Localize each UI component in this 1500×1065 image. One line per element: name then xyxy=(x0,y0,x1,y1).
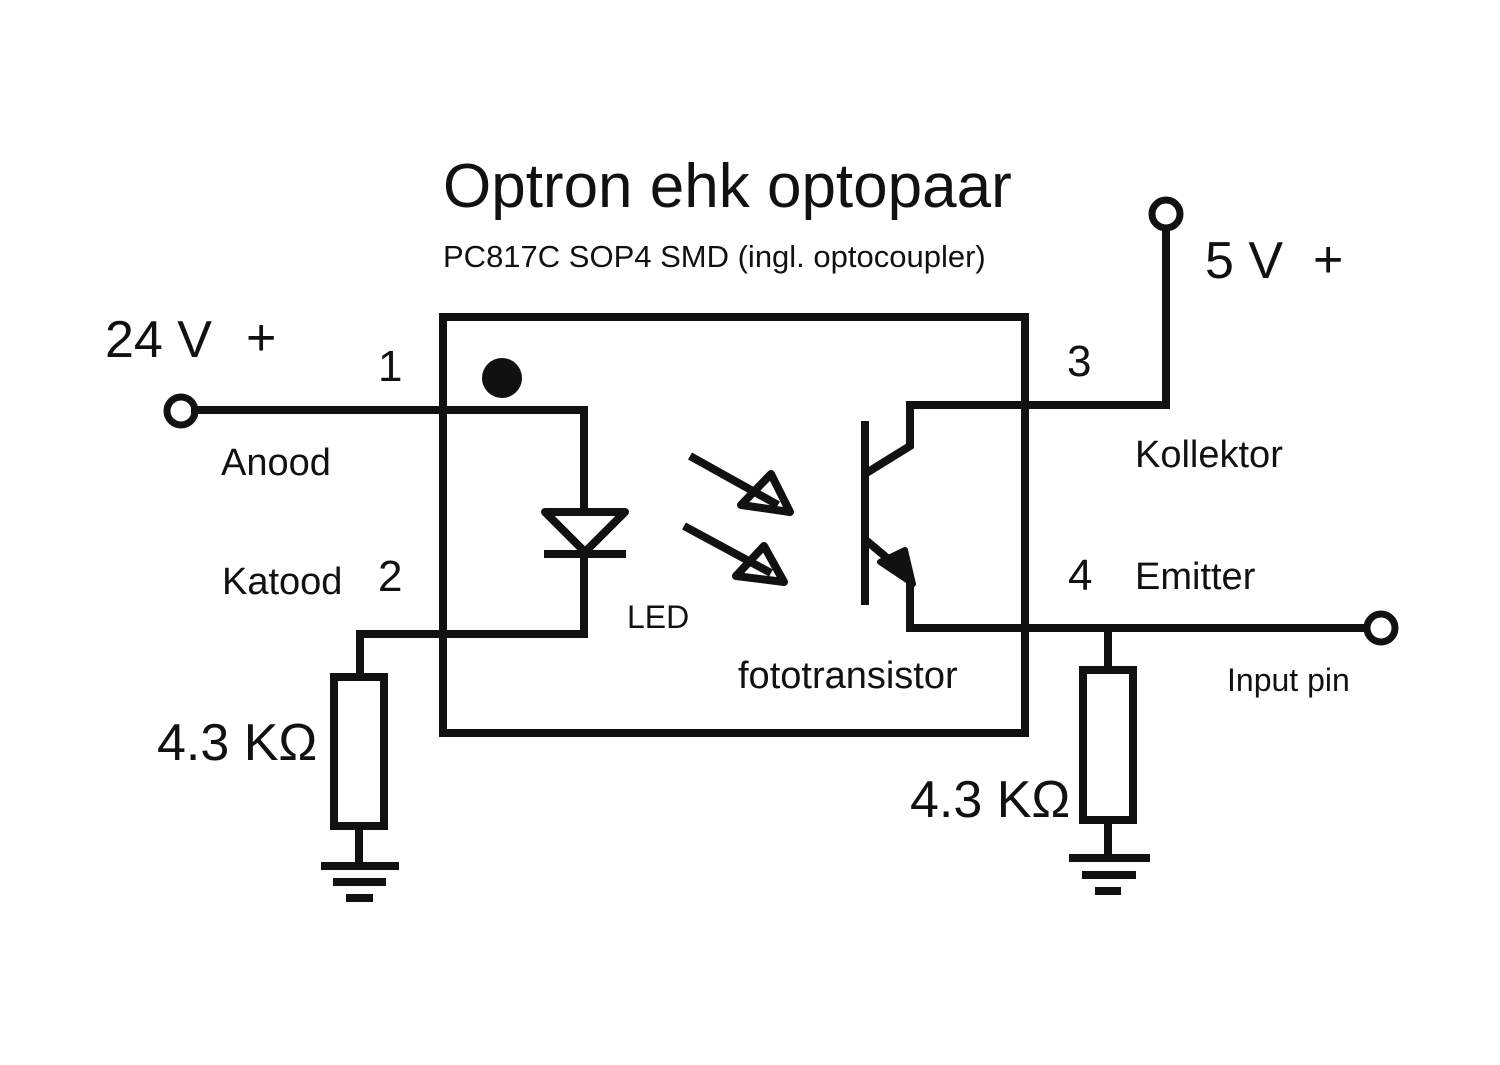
emitter-wire xyxy=(906,580,1371,632)
right-resistor-value: 4.3 KΩ xyxy=(910,771,1070,829)
right-supply-voltage: 5 V xyxy=(1205,232,1283,290)
emitter-label: Emitter xyxy=(1135,556,1256,598)
left-ground-icon xyxy=(321,862,399,902)
input-pin-terminal xyxy=(1363,610,1399,646)
cathode-label: Katood xyxy=(222,561,342,603)
right-resistor xyxy=(1079,666,1137,824)
phototransistor-label: fototransistor xyxy=(738,655,958,697)
pin-1-label: 1 xyxy=(378,342,402,391)
anode-wire xyxy=(191,406,588,516)
left-resistor-value: 4.3 KΩ xyxy=(157,714,317,772)
light-emission-arrows-icon xyxy=(682,452,794,586)
ic-package xyxy=(439,313,1029,737)
pin-2-label: 2 xyxy=(378,552,402,601)
input-pin-label: Input pin xyxy=(1227,662,1350,698)
left-supply-voltage: 24 V xyxy=(105,311,212,369)
left-supply-terminal xyxy=(163,393,199,429)
pin-4-label: 4 xyxy=(1068,551,1092,600)
phototransistor-icon xyxy=(861,401,916,605)
right-supply-plus: + xyxy=(1313,231,1343,289)
collector-wire xyxy=(906,224,1170,409)
collector-label: Kollektor xyxy=(1135,434,1283,476)
led-diode-icon xyxy=(541,508,629,556)
right-supply-terminal xyxy=(1148,196,1184,232)
cathode-wire xyxy=(356,552,588,676)
diagram-title: Optron ehk optopaar xyxy=(443,152,1012,221)
pin-3-label: 3 xyxy=(1067,337,1091,386)
left-resistor xyxy=(330,673,388,830)
led-label: LED xyxy=(627,599,689,635)
right-ground-icon xyxy=(1069,854,1150,895)
pin1-marker-dot xyxy=(482,358,522,398)
anode-label: Anood xyxy=(221,442,331,484)
diagram-subtitle: PC817C SOP4 SMD (ingl. optocoupler) xyxy=(443,239,986,274)
left-supply-plus: + xyxy=(246,309,276,367)
